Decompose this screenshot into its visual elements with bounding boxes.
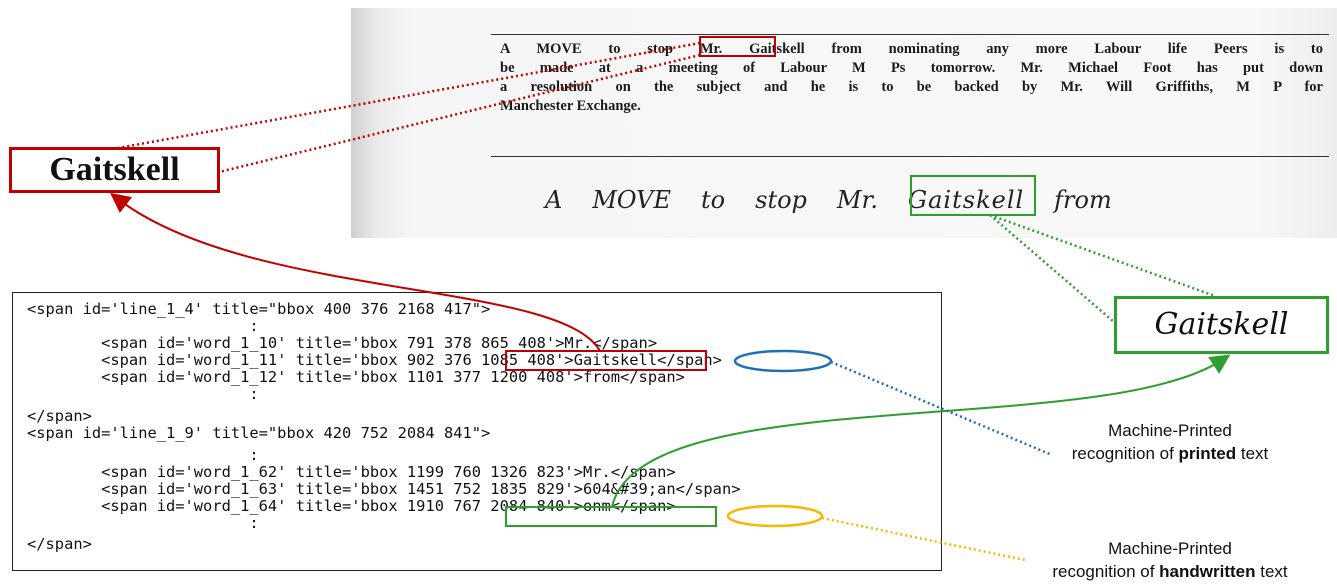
code-line: : xyxy=(27,385,259,403)
hw-word: A xyxy=(545,186,563,214)
code-line: : xyxy=(27,446,259,464)
code-line: : xyxy=(27,317,259,335)
printed-word-highlight xyxy=(699,36,776,57)
hw-word: to xyxy=(701,186,726,214)
handwritten-caption-line1: Machine-Printed xyxy=(1108,539,1232,558)
code-line: <span id='line_1_9' title="bbox 420 752 … xyxy=(27,424,491,442)
hw-word: Mr. xyxy=(836,186,878,214)
printed-caption: Machine-Printed recognition of printed t… xyxy=(1020,419,1320,465)
code-line: </span> xyxy=(27,407,92,425)
scanned-document: A MOVE to stop Mr. Gaitskell from nomina… xyxy=(351,8,1337,238)
printed-line-3: a resolution on the subject and he is to… xyxy=(500,79,1323,95)
printed-paragraph: A MOVE to stop Mr. Gaitskell from nomina… xyxy=(500,40,1323,116)
printed-word-crop: Gaitskell xyxy=(9,147,220,193)
printed-caption-line2: recognition of printed text xyxy=(1071,444,1269,463)
code-line: <span id='word_1_12' title='bbox 1101 37… xyxy=(27,368,685,386)
code-line: <span id='word_1_64' title='bbox 1910 76… xyxy=(27,497,676,515)
hw-word: from xyxy=(1054,186,1112,214)
code-line: <span id='line_1_4' title="bbox 400 376 … xyxy=(27,300,491,318)
hw-word-gaitskell: Gaitskell xyxy=(907,186,1025,214)
bottom-rule xyxy=(491,156,1329,157)
code-line: <span id='word_1_10' title='bbox 791 378… xyxy=(27,334,658,352)
printed-line-2: be made at a meeting of Labour M Ps tomo… xyxy=(500,60,1323,76)
printed-caption-line1: Machine-Printed xyxy=(1108,421,1232,440)
hw-word: stop xyxy=(755,186,807,214)
handwritten-caption: Machine-Printed recognition of handwritt… xyxy=(1010,537,1330,583)
printed-line-4: Manchester Exchange. xyxy=(500,98,641,114)
hw-word: MOVE xyxy=(592,186,672,214)
hocr-code-panel: <span id='line_1_4' title="bbox 400 376 … xyxy=(12,292,942,571)
handwritten-word-highlight xyxy=(910,175,1036,216)
code-line: <span id='word_1_63' title='bbox 1451 75… xyxy=(27,480,741,498)
code-line: <span id='word_1_62' title='bbox 1199 76… xyxy=(27,463,676,481)
handwritten-caption-line2: recognition of handwritten text xyxy=(1052,562,1288,581)
printed-line-1: A MOVE to stop Mr. Gaitskell from nomina… xyxy=(500,41,1323,57)
code-line: </span> xyxy=(27,535,92,553)
code-line: : xyxy=(27,514,259,532)
code-line: <span id='word_1_11' title='bbox 902 376… xyxy=(27,351,722,369)
handwritten-line: A MOVE to stop Mr. Gaitskell from xyxy=(545,186,1142,214)
handwritten-word-crop: Gaitskell xyxy=(1114,296,1329,354)
top-rule xyxy=(491,34,1329,35)
